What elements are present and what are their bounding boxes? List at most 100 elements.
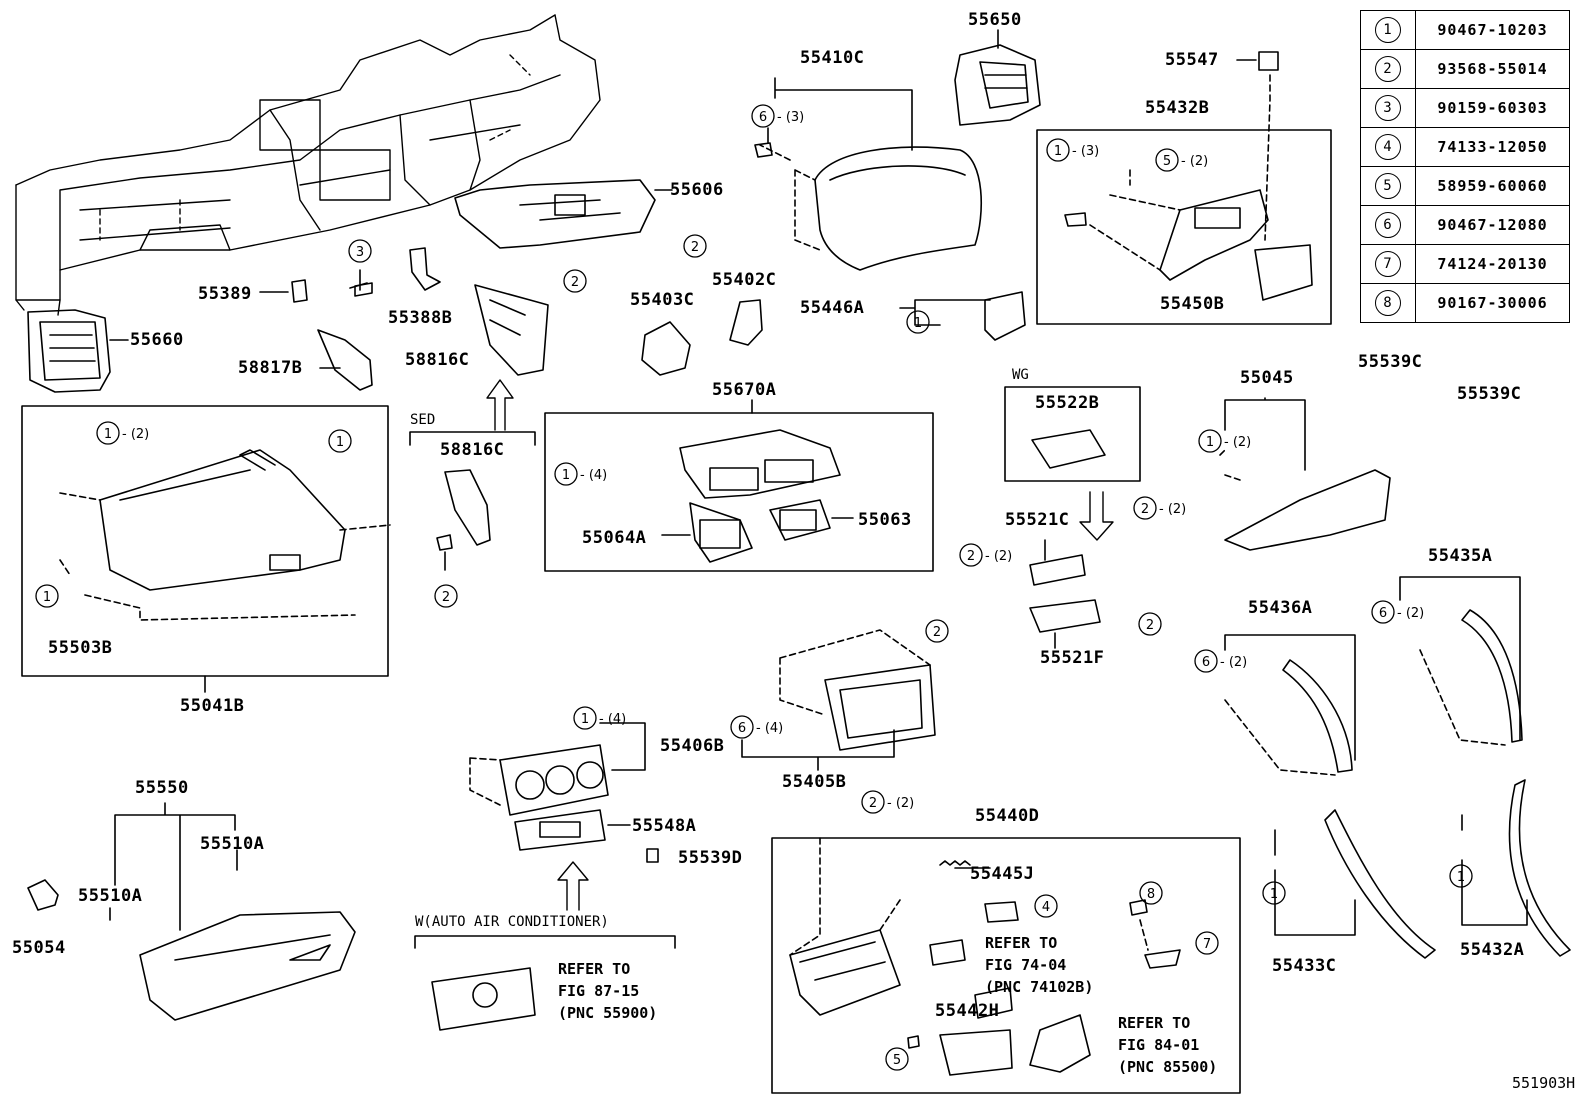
- svg-text:3: 3: [356, 245, 364, 260]
- ac-control-unit-drawing: [431, 967, 536, 1031]
- switch-55521C-drawing: [1029, 554, 1086, 586]
- key-part-number: 90467-12080: [1415, 205, 1570, 245]
- bracket-55435A: [1399, 576, 1521, 741]
- box-55440D: [771, 837, 1241, 1094]
- label-55521C: 55521C: [1005, 510, 1070, 530]
- label-55660: 55660: [130, 330, 184, 350]
- svg-text:- (2): - (2): [887, 796, 914, 811]
- quantity-notes: - (2) - (4) - (3) - (3) - (2) - (2) - (2) - (…: [122, 110, 1424, 811]
- svg-text:2: 2: [1141, 502, 1149, 517]
- svg-text:- (2): - (2): [122, 427, 149, 442]
- key-part-number: 74133-12050: [1415, 127, 1570, 167]
- box-55041B: [21, 405, 389, 677]
- callout-circles: [35, 104, 1473, 1071]
- label-55510A-right: 55510A: [200, 834, 265, 854]
- key-num-circle: 6: [1375, 212, 1401, 238]
- svg-text:1: 1: [581, 712, 589, 727]
- label-55433C: 55433C: [1272, 956, 1337, 976]
- label-55063: 55063: [858, 510, 912, 530]
- label-55606: 55606: [670, 180, 724, 200]
- svg-text:1: 1: [562, 468, 570, 483]
- part-55547-drawing: [1258, 51, 1279, 71]
- label-55539C-top: 55539C: [1358, 352, 1423, 372]
- svg-text:- (3): - (3): [777, 110, 804, 125]
- svg-text:2: 2: [933, 625, 941, 640]
- dash-55432B: [1089, 169, 1181, 271]
- svg-text:1: 1: [1206, 435, 1214, 450]
- svg-text:- (2): - (2): [985, 549, 1012, 564]
- svg-text:6: 6: [738, 721, 746, 736]
- note-refer-fig-74-04: REFER TO FIG 74-04 (PNC 74102B): [985, 934, 1094, 996]
- label-55450B: 55450B: [1160, 294, 1225, 314]
- part-55403C-drawing: [641, 321, 691, 376]
- svg-text:- (2): - (2): [1224, 435, 1251, 450]
- part-55539D-drawing: [646, 848, 659, 863]
- key-part-number: 74124-20130: [1415, 244, 1570, 284]
- svg-text:8: 8: [1147, 887, 1155, 902]
- dashboard-reinforcement-drawing: [15, 14, 601, 316]
- bracket-55446A: [899, 299, 991, 326]
- label-55388B: 55388B: [388, 308, 453, 328]
- label-55550: 55550: [135, 778, 189, 798]
- label-55054: 55054: [12, 938, 66, 958]
- bracket-SED: [409, 431, 536, 446]
- svg-text:- (3): - (3): [1072, 144, 1099, 159]
- arrow-up-auto-ac: [557, 861, 589, 911]
- label-55539C-right: 55539C: [1457, 384, 1522, 404]
- svg-text:2: 2: [967, 549, 975, 564]
- panel-55406B-drawing: [499, 744, 609, 851]
- spring-55445J: [939, 860, 971, 866]
- part-55446A-drawing: [984, 291, 1026, 341]
- label-55041B: 55041B: [180, 696, 245, 716]
- box-55670A: [544, 412, 934, 572]
- bracket-55405B: [741, 729, 895, 771]
- key-num-circle: 2: [1375, 56, 1401, 82]
- key-part-number: 90467-10203: [1415, 10, 1570, 50]
- svg-text:2: 2: [571, 275, 579, 290]
- box-55522B: [1004, 386, 1141, 482]
- label-55432B: 55432B: [1145, 98, 1210, 118]
- note-refer-fig-87-15: REFER TO FIG 87-15 (PNC 55900): [558, 960, 658, 1022]
- part-58816C-drawing: [474, 284, 549, 376]
- bracket-55045: [1224, 397, 1306, 471]
- screw-3: [354, 282, 373, 297]
- bracket-55550: [114, 802, 236, 931]
- trim-55435A-drawing: [1461, 609, 1523, 743]
- trim-55432A-drawing: [1508, 779, 1571, 957]
- bracket-55436A: [1224, 634, 1356, 761]
- panel-55432B-drawing: [1064, 189, 1313, 301]
- svg-text:1: 1: [336, 435, 344, 450]
- part-55388B-drawing: [409, 247, 441, 291]
- label-55650: 55650: [968, 10, 1022, 30]
- svg-text:- (2): - (2): [1397, 606, 1424, 621]
- label-55522B: 55522B: [1035, 393, 1100, 413]
- part-55054-drawing: [27, 879, 59, 911]
- note-refer-fig-84-01: REFER TO FIG 84-01 (PNC 85500): [1118, 1014, 1218, 1076]
- svg-text:1: 1: [1054, 144, 1062, 159]
- label-55045: 55045: [1240, 368, 1294, 388]
- label-55406B: 55406B: [660, 736, 725, 756]
- svg-text:- (4): - (4): [599, 712, 626, 727]
- svg-text:6: 6: [1379, 606, 1387, 621]
- part-7-drawing: [1144, 949, 1181, 969]
- vent-55650-drawing: [954, 44, 1041, 126]
- label-55539D: 55539D: [678, 848, 743, 868]
- part-58817B-drawing: [317, 329, 373, 391]
- bracket-55606-drawing: [454, 179, 656, 249]
- part-58816C-small-drawing: [444, 469, 491, 546]
- label-55432A: 55432A: [1460, 940, 1525, 960]
- key-row: 6 90467-12080: [1360, 205, 1570, 245]
- screw-55041B: [436, 534, 453, 551]
- dash-55547: [1264, 74, 1271, 241]
- note-sed: SED: [410, 412, 436, 428]
- dash-55406B: [469, 757, 501, 806]
- key-part-number: 90159-60303: [1415, 88, 1570, 128]
- bezel-55405B-drawing: [824, 664, 936, 751]
- trim-55433C-drawing: [1324, 809, 1436, 959]
